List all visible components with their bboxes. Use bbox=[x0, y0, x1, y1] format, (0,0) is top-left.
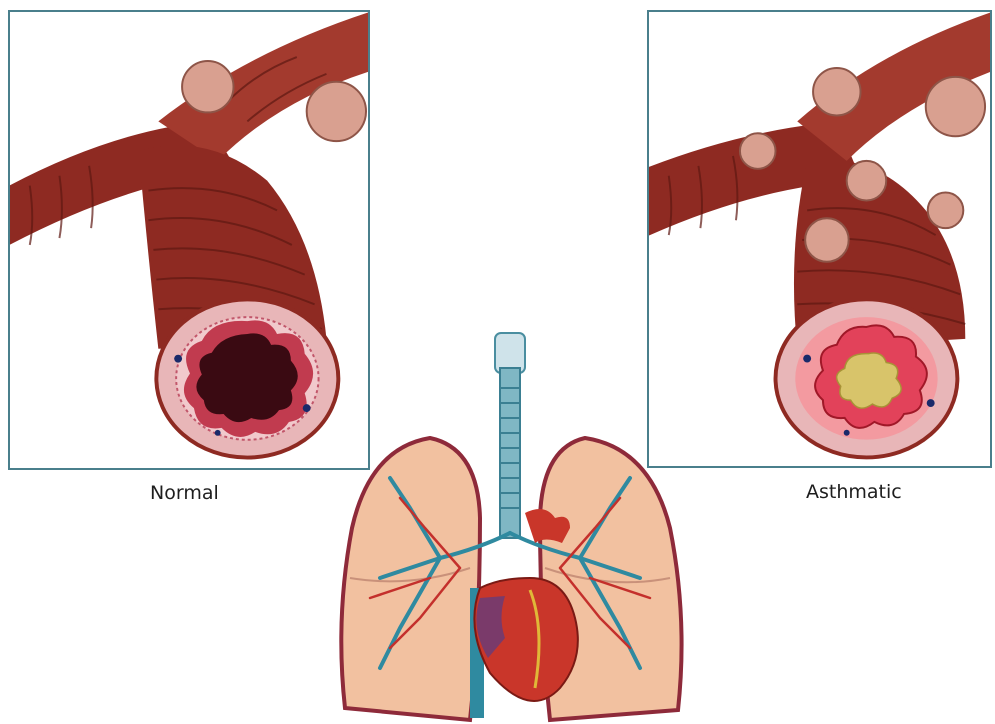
blood-vessel-dot bbox=[803, 355, 811, 363]
lungs-heart-illustration bbox=[330, 328, 690, 724]
trachea bbox=[500, 368, 520, 538]
asthmatic-airway-illustration bbox=[649, 12, 990, 466]
lungs-svg bbox=[330, 328, 690, 724]
blood-vessel-dot bbox=[844, 430, 850, 436]
alveolus bbox=[182, 61, 233, 112]
normal-label: Normal bbox=[150, 482, 219, 504]
asthmatic-airway-panel bbox=[647, 10, 992, 468]
asthmatic-label: Asthmatic bbox=[806, 481, 902, 503]
normal-airway-illustration bbox=[10, 12, 368, 468]
blood-vessel-dot bbox=[215, 430, 221, 436]
blood-vessel-dot bbox=[303, 404, 311, 412]
blood-vessel-dot bbox=[927, 399, 935, 407]
blood-vessel-dot bbox=[174, 355, 182, 363]
normal-airway-panel bbox=[8, 10, 370, 470]
alveolus bbox=[307, 82, 366, 141]
